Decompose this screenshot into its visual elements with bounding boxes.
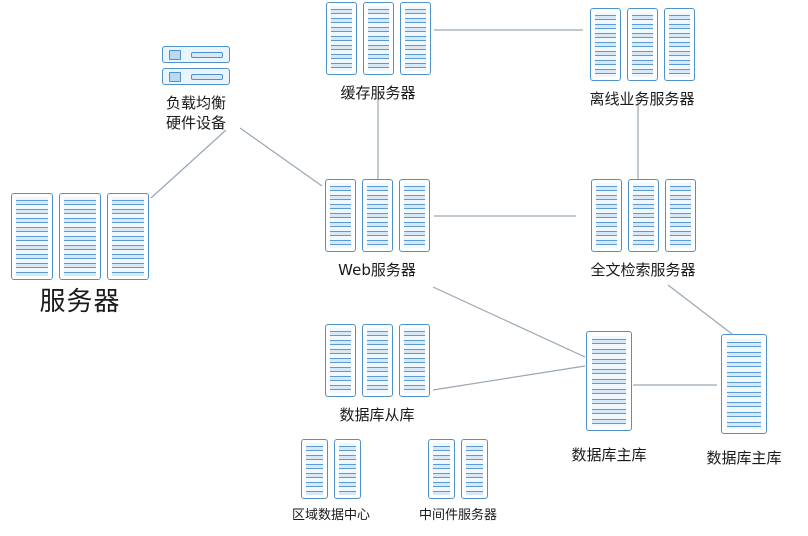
server-rack-group-icon bbox=[325, 2, 431, 75]
server-rack-icon bbox=[627, 179, 659, 252]
server-rack-icon bbox=[461, 439, 488, 499]
switch-port-icon bbox=[169, 71, 181, 82]
server-rack-icon bbox=[428, 439, 455, 499]
server-rack-group-icon bbox=[590, 179, 696, 252]
node-offline-business-server: 离线业务服务器 bbox=[584, 8, 700, 110]
server-rack-group-icon bbox=[586, 331, 632, 431]
server-rack-icon bbox=[626, 8, 658, 81]
server-rack-icon bbox=[325, 2, 357, 75]
node-regional-data-center: 区域数据中心 bbox=[283, 439, 379, 525]
switch-unit-icon bbox=[162, 68, 230, 85]
server-rack-icon bbox=[663, 8, 695, 81]
load-balancer-icon bbox=[162, 46, 230, 85]
switch-port-icon bbox=[169, 49, 181, 60]
node-label: 缓存服务器 bbox=[340, 84, 416, 102]
server-rack-icon bbox=[59, 193, 101, 280]
node-server: 服务器 bbox=[6, 193, 154, 320]
node-label: 负载均衡 硬件设备 bbox=[166, 94, 226, 133]
server-rack-icon bbox=[361, 324, 393, 397]
node-label: 服务器 bbox=[39, 287, 121, 317]
server-rack-icon bbox=[664, 179, 696, 252]
server-rack-icon bbox=[11, 193, 53, 280]
edge-load-balancer-web bbox=[239, 127, 323, 187]
server-rack-group-icon bbox=[324, 179, 430, 252]
server-rack-icon bbox=[324, 324, 356, 397]
switch-unit-icon bbox=[162, 46, 230, 63]
server-rack-group-icon bbox=[589, 8, 695, 81]
node-fulltext-search-server: 全文检索服务器 bbox=[577, 179, 709, 281]
server-rack-icon bbox=[721, 334, 767, 434]
node-label: 离线业务服务器 bbox=[589, 90, 695, 108]
node-web-server: Web服务器 bbox=[319, 179, 435, 281]
node-label: Web服务器 bbox=[338, 261, 416, 279]
node-database-master-2: 数据库主库 bbox=[697, 334, 791, 469]
node-middleware-server: 中间件服务器 bbox=[398, 439, 518, 525]
server-rack-group-icon bbox=[11, 193, 149, 280]
node-cache-server: 缓存服务器 bbox=[320, 2, 436, 104]
server-rack-icon bbox=[334, 439, 361, 499]
server-rack-icon bbox=[590, 179, 622, 252]
node-label: 数据库从库 bbox=[339, 406, 415, 424]
server-rack-icon bbox=[589, 8, 621, 81]
server-rack-icon bbox=[324, 179, 356, 252]
switch-slot-icon bbox=[191, 51, 223, 58]
server-rack-icon bbox=[361, 179, 393, 252]
node-label-line: 负载均衡 bbox=[165, 94, 226, 112]
server-rack-group-icon bbox=[721, 334, 767, 434]
server-rack-icon bbox=[107, 193, 149, 280]
node-database-master-1: 数据库主库 bbox=[562, 331, 656, 466]
node-label-line: 硬件设备 bbox=[165, 113, 226, 132]
switch-slot-icon bbox=[191, 73, 223, 80]
server-rack-icon bbox=[398, 324, 430, 397]
server-rack-icon bbox=[398, 179, 430, 252]
edge-load-balancer-server bbox=[150, 129, 227, 199]
node-label: 中间件服务器 bbox=[418, 508, 497, 523]
server-rack-group-icon bbox=[428, 439, 488, 499]
server-rack-icon bbox=[399, 2, 431, 75]
node-label: 数据库主库 bbox=[571, 446, 647, 464]
edge-web-db-master-1 bbox=[432, 286, 586, 358]
node-label: 全文检索服务器 bbox=[590, 261, 696, 279]
server-rack-group-icon bbox=[301, 439, 361, 499]
server-rack-icon bbox=[586, 331, 632, 431]
server-rack-icon bbox=[362, 2, 394, 75]
node-database-slave: 数据库从库 bbox=[319, 324, 435, 426]
edge-fulltext-db-master-2 bbox=[667, 284, 733, 335]
node-label: 数据库主库 bbox=[706, 449, 782, 467]
server-rack-icon bbox=[301, 439, 328, 499]
server-rack-group-icon bbox=[324, 324, 430, 397]
node-load-balancer: 负载均衡 硬件设备 bbox=[150, 46, 242, 133]
edge-db-slave-db-master-1 bbox=[432, 365, 586, 391]
node-label: 区域数据中心 bbox=[291, 508, 370, 523]
